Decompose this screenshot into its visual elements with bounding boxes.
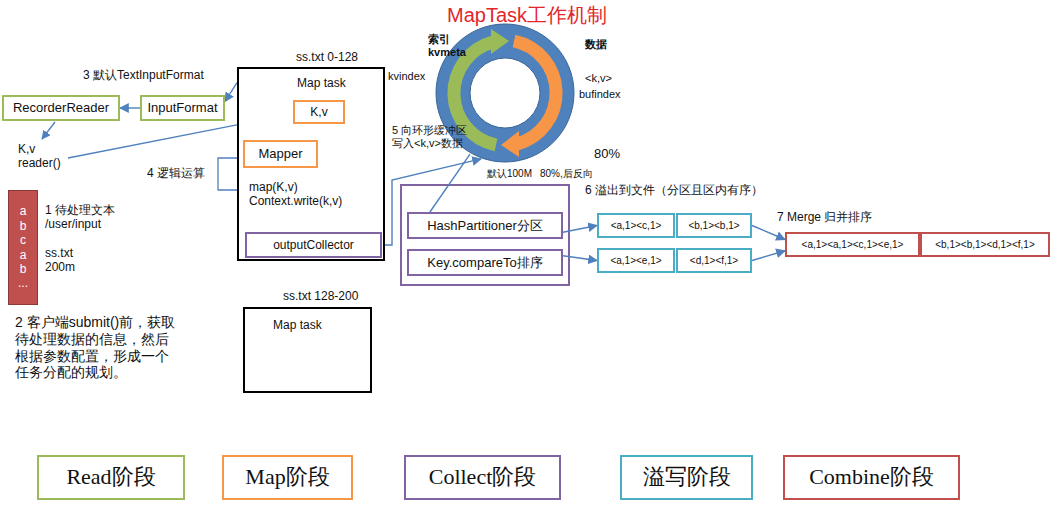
connector: [225, 83, 237, 102]
process-box: Key.compareTo排序: [407, 249, 563, 276]
node-label: Mapper: [258, 146, 302, 162]
connector: [563, 256, 597, 261]
process-box: ss.txt 128-200Map task: [243, 307, 372, 393]
node-text: Map task: [297, 76, 346, 90]
legend-text: Collect阶段: [429, 464, 537, 490]
process-box: HashPartitioner分区: [407, 212, 563, 239]
node-label: <a,1><e,1>: [610, 255, 661, 267]
legend-text: Read阶段: [66, 464, 155, 490]
node-label: K,v: [310, 105, 327, 119]
node-label: <b,1><b,1><d,1><f,1>: [935, 239, 1035, 251]
node-text: Map task: [273, 318, 322, 332]
process-box: <a,1><c,1>: [597, 213, 675, 238]
annotation-label: K,v reader(): [18, 142, 61, 171]
node-label: <a,1><a,1><c,1><e,1>: [802, 239, 904, 251]
process-box: <a,1><a,1><c,1><e,1>: [785, 232, 920, 257]
stage-legend-box: Collect阶段: [404, 455, 561, 500]
connector: [430, 154, 470, 212]
process-box: InputFormat: [140, 95, 225, 121]
annotation-label: 4 逻辑运算: [147, 166, 205, 180]
annotation-label: 2 客户端submit()前，获取 待处理数据的信息，然后 根据参数配置，形成一…: [15, 314, 183, 381]
process-box: Mapper: [243, 140, 318, 168]
stage-legend-box: 溢写阶段: [620, 455, 753, 500]
node-label: HashPartitioner分区: [427, 218, 543, 234]
legend-text: Combine阶段: [809, 464, 934, 490]
leader-line: [42, 122, 55, 139]
node-label: RecorderReader: [13, 100, 109, 116]
letter-column: a b c a b ...: [17, 204, 29, 290]
node-text: kvindex: [388, 70, 425, 83]
node-label: outputCollector: [273, 238, 354, 252]
node-label: InputFormat: [147, 100, 217, 116]
process-box: K,v: [293, 100, 345, 124]
legend-text: 溢写阶段: [643, 464, 731, 490]
node-text: ss.txt 128-200: [283, 289, 358, 303]
annotation-label: 1 待处理文本 /user/input: [45, 203, 135, 232]
annotation-label: 5 向环形缓冲区 写入<k,v>数据: [392, 124, 472, 150]
diagram-title: MapTask工作机制: [447, 3, 607, 27]
legend-text: Map阶段: [245, 464, 329, 490]
connector: [120, 107, 140, 108]
node-text: 索引 kvmeta: [428, 33, 466, 59]
node-text: 默认100M: [487, 168, 532, 180]
process-box: RecorderReader: [2, 95, 120, 121]
process-box: ss.txt 0-128Map taskmap(K,v) Context.wri…: [237, 67, 385, 261]
process-box: <b,1><b,1><d,1><f,1>: [920, 232, 1050, 257]
process-box: <d,1><f,1>: [676, 248, 752, 273]
connector: [563, 226, 597, 233]
stage-legend-box: Combine阶段: [783, 455, 960, 500]
annotation-label: 6 溢出到文件（分区且区内有序）: [585, 183, 763, 197]
process-box: <b,1><b,1>: [676, 213, 752, 238]
collect-frame: [401, 185, 569, 285]
node-label: Key.compareTo排序: [427, 255, 542, 271]
annotation-label: ss.txt 200m: [45, 246, 75, 275]
node-text: ss.txt 0-128: [296, 50, 358, 64]
connector: [752, 251, 785, 261]
annotation-label: 7 Merge 归并排序: [777, 210, 872, 224]
process-box: outputCollector: [245, 232, 382, 258]
node-label: a b c a b ...: [17, 204, 29, 290]
node-text: 数据: [585, 38, 607, 51]
node-text: 80%: [594, 146, 620, 162]
connector: [752, 226, 785, 240]
node-text: bufindex: [579, 88, 621, 101]
stage-legend-box: Map阶段: [222, 455, 353, 500]
node-text: <k,v>: [585, 72, 612, 85]
process-box: <a,1><e,1>: [597, 248, 675, 273]
annotation-label: 3 默认TextInputFormat: [83, 68, 204, 82]
input-file-bar: a b c a b ...: [8, 190, 38, 305]
node-label: <b,1><b,1>: [688, 220, 739, 232]
node-text: 80%,后反向: [540, 168, 593, 180]
stage-legend-box: Read阶段: [37, 455, 185, 500]
node-text: map(K,v) Context.write(k,v): [249, 180, 342, 209]
node-label: <d,1><f,1>: [690, 255, 738, 267]
node-label: <a,1><c,1>: [611, 220, 662, 232]
